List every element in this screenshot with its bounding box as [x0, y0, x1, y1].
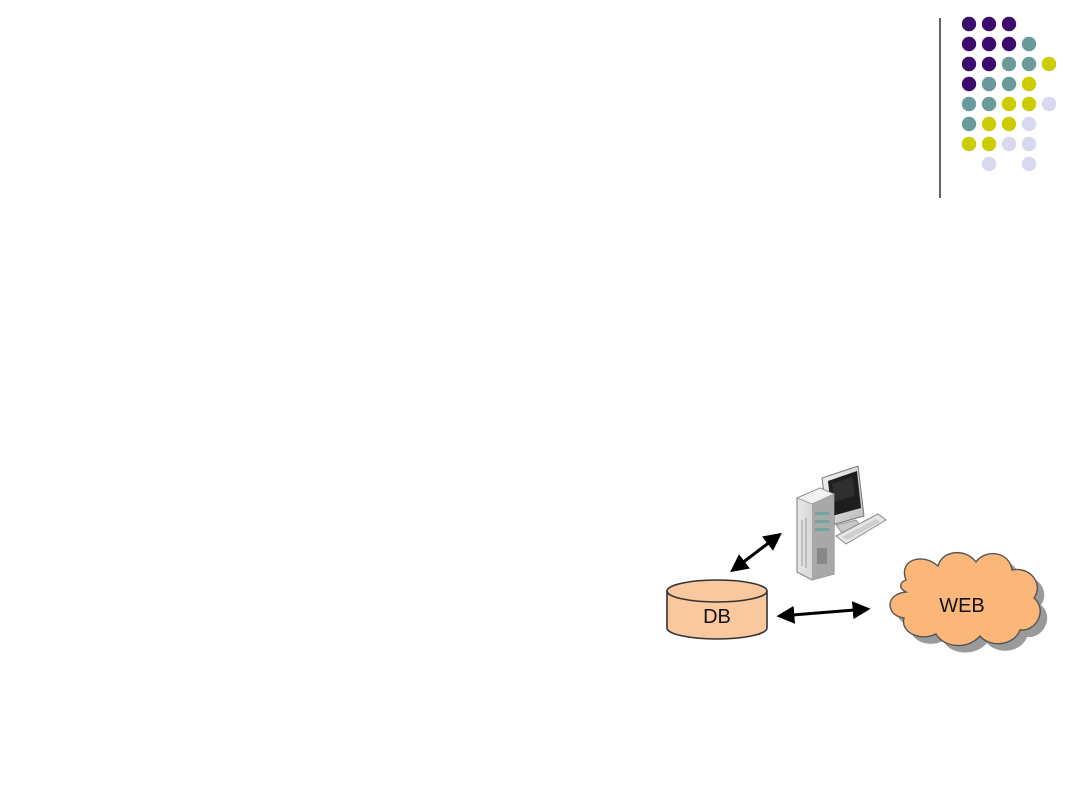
decorative-dot — [1001, 16, 1017, 32]
decorative-dot — [1021, 56, 1037, 72]
decorative-dot — [981, 116, 997, 132]
decorative-dot — [961, 56, 977, 72]
decorative-dot — [1021, 136, 1037, 152]
decorative-dot — [961, 76, 977, 92]
decorative-dot — [961, 116, 977, 132]
cloud-icon — [889, 552, 1048, 653]
decorative-dot — [1021, 116, 1037, 132]
database-icon — [666, 579, 768, 640]
decorative-dot — [981, 56, 997, 72]
decorative-dot — [981, 36, 997, 52]
web-label: WEB — [939, 595, 985, 617]
decorative-dot — [961, 96, 977, 112]
decorative-dot — [1001, 136, 1017, 152]
decorative-dot-grid — [961, 16, 1057, 172]
arrow-db-web — [776, 601, 871, 624]
decorative-dot — [981, 136, 997, 152]
decorative-dot — [1001, 96, 1017, 112]
decorative-dot — [1021, 156, 1037, 172]
decorative-dot — [1041, 56, 1057, 72]
arrow-db-workstation — [730, 532, 782, 573]
decorative-dot — [1001, 36, 1017, 52]
database-label: DB — [703, 606, 731, 628]
computer-icon — [795, 465, 887, 581]
decorative-dot — [981, 76, 997, 92]
decorative-dot — [1041, 96, 1057, 112]
decorative-dot — [1001, 56, 1017, 72]
decorative-dot — [961, 136, 977, 152]
decorative-dot — [1021, 76, 1037, 92]
decorative-dot — [981, 16, 997, 32]
decorative-dot — [1021, 96, 1037, 112]
decorative-dot — [1001, 116, 1017, 132]
decorative-dot — [981, 156, 997, 172]
decorative-dot — [961, 16, 977, 32]
network-diagram: DB WEB — [666, 465, 1048, 653]
decorative-dot — [1001, 76, 1017, 92]
decorative-dot — [1021, 36, 1037, 52]
decorative-dot — [981, 96, 997, 112]
decorative-dot — [961, 36, 977, 52]
